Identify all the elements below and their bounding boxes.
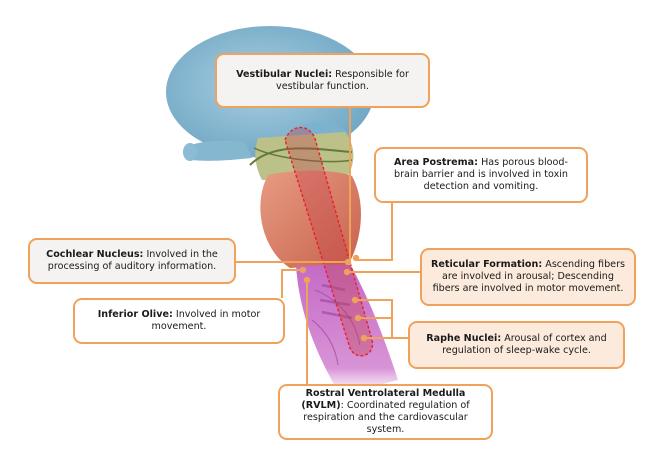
callout-title: Rostral Ventrolateral Medulla (RVLM)	[301, 388, 466, 411]
callout-text: Involved in the processing of auditory i…	[47, 249, 218, 272]
callout-title: Inferior Olive:	[97, 309, 173, 320]
pons-shape	[260, 170, 361, 268]
callout-reticular-formation: Reticular Formation: Ascending fibers ar…	[420, 248, 636, 306]
callout-area-postrema: Area Postrema: Has porous blood-brain ba…	[374, 147, 588, 203]
callout-inferior-olive: Inferior Olive: Involved in motor moveme…	[73, 298, 285, 344]
callout-text: Ascending fibers are involved in arousal…	[432, 259, 626, 294]
callout-vestibular-nuclei: Vestibular Nuclei: Responsible for vesti…	[215, 53, 430, 108]
callout-text: : Coordinated regulation of respiration …	[303, 400, 470, 435]
callout-rvlm: Rostral Ventrolateral Medulla (RVLM): Co…	[278, 384, 493, 440]
callout-title: Vestibular Nuclei:	[236, 68, 333, 80]
callout-title: Area Postrema:	[394, 157, 478, 168]
callout-title: Reticular Formation:	[430, 259, 543, 270]
highlight-outline	[284, 126, 374, 357]
callout-text: Has porous blood-brain barrier and is in…	[393, 157, 568, 192]
callout-cochlear-nucleus: Cochlear Nucleus: Involved in the proces…	[28, 238, 236, 284]
callout-title: Cochlear Nucleus:	[46, 249, 144, 260]
connector-dots	[299, 254, 368, 342]
midbrain-band-shape	[255, 132, 354, 180]
callout-text: Responsible for vestibular function.	[276, 68, 409, 92]
cerebellar-peduncle-shape	[188, 140, 252, 161]
medulla-shape	[296, 264, 398, 395]
callout-title: Raphe Nuclei:	[426, 333, 502, 344]
callout-raphe-nuclei: Raphe Nuclei: Arousal of cortex and regu…	[408, 321, 625, 369]
callout-text: Involved in motor movement.	[151, 309, 261, 332]
callout-text: Arousal of cortex and regulation of slee…	[442, 333, 607, 356]
connector-lines	[236, 108, 420, 384]
